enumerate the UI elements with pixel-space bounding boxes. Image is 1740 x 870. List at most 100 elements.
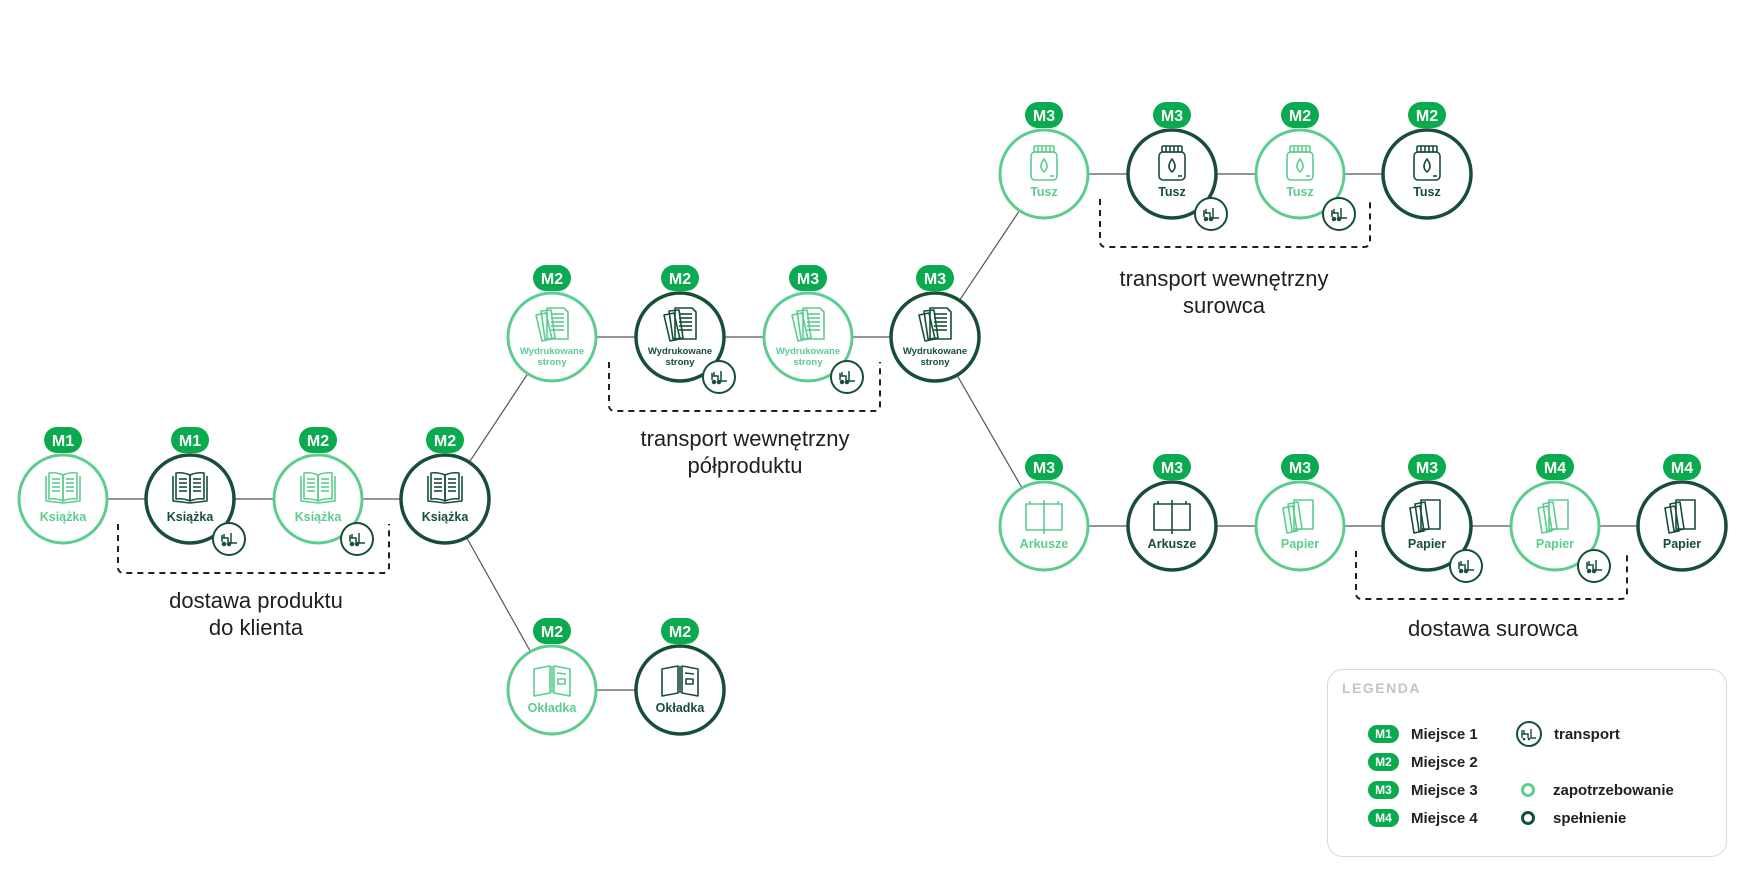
fulfillment-node-ring [1636,480,1728,572]
sheet-icon [1025,500,1063,534]
pages-icon [535,307,569,342]
paper-icon [1664,499,1696,534]
place-badge: M3 [1025,454,1063,480]
place-badge-label: M2 [541,271,563,288]
place-badge: M2 [1368,753,1399,771]
node-label: Okładka [656,701,706,715]
node-label: Arkusze [1020,537,1069,551]
book-icon [427,471,463,504]
place-badge: M1 [44,427,82,453]
place-badge: M2 [1281,102,1319,128]
forklift-icon [1516,721,1542,747]
node-label: Papier [1536,537,1574,551]
node-label: strony [537,357,567,368]
legend-title: LEGENDA [1342,680,1421,696]
node-label: Wydrukowane [903,346,967,357]
fulfillment-node-ring [1126,128,1218,220]
group-bracket [1099,199,1371,248]
place-badge: M2 [661,265,699,291]
group-bracket [1355,551,1628,600]
legend-label: zapotrzebowanie [1553,781,1674,799]
place-badge-label: M3 [924,271,946,288]
pages-icon [918,307,952,342]
paper-icon [1409,499,1441,534]
cover-icon [661,665,699,697]
forklift-icon [1577,549,1611,583]
node-label: Tusz [1413,185,1441,199]
node-label: Książka [422,510,470,524]
legend-label: spełnienie [1553,809,1627,827]
node-label: Książka [40,510,88,524]
place-badge-label: M2 [541,624,563,641]
place-badge-label: M1 [52,433,74,450]
legend-item-fulfillment: spełnienie [1521,806,1626,830]
place-badge: M2 [533,265,571,291]
node-label: Tusz [1030,185,1058,199]
edge-line [468,373,529,463]
edge-line [956,374,1023,489]
legend-item-place-2: M2 Miejsce 2 [1368,750,1478,774]
place-badge: M2 [1408,102,1446,128]
place-badge: M4 [1368,809,1399,827]
forklift-icon [702,360,736,394]
paper-icon [1282,499,1314,534]
place-badge: M3 [1281,454,1319,480]
legend-item-demand: zapotrzebowanie [1521,778,1674,802]
place-badge-label: M3 [1161,108,1183,125]
legend-item-place-3: M3 Miejsce 3 [1368,778,1478,802]
legend: LEGENDA M1 Miejsce 1 M2 Miejsce 2 M3 Mie… [1327,669,1727,857]
legend-label: Miejsce 3 [1411,781,1478,799]
place-badge: M3 [1368,781,1399,799]
place-badge: M3 [1408,454,1446,480]
node-label: strony [793,357,823,368]
node-label: Papier [1663,537,1701,551]
ink-icon [1286,145,1314,181]
node-label: Tusz [1158,185,1186,199]
ink-icon [1158,145,1186,181]
place-badge: M2 [661,618,699,644]
place-badge-label: M2 [1289,108,1311,125]
edge-line [465,537,532,652]
pages-icon [791,307,825,342]
group-label: dostawa produktu [169,588,343,613]
cover-icon [533,665,571,697]
place-badge: M2 [533,618,571,644]
fulfillment-node-ring [1381,480,1473,572]
legend-label: Miejsce 4 [1411,809,1478,827]
sheet-icon [1153,500,1191,534]
legend-item-transport: transport [1516,721,1620,747]
place-badge-label: M4 [1671,460,1693,477]
group-bracket [117,524,390,574]
forklift-icon [1194,197,1228,231]
place-badge: M2 [426,427,464,453]
place-badge: M2 [299,427,337,453]
place-badge-label: M2 [1416,108,1438,125]
place-badge: M1 [1368,725,1399,743]
place-badge: M3 [1153,102,1191,128]
node-label: strony [665,357,695,368]
place-badge-label: M2 [669,624,691,641]
place-badge-label: M1 [179,433,201,450]
group-label: surowca [1183,293,1266,318]
forklift-icon [1322,197,1356,231]
legend-label: Miejsce 2 [1411,753,1478,771]
forklift-icon [830,360,864,394]
fulfillment-node-ring [1381,128,1473,220]
demand-ring-icon [1521,783,1535,797]
legend-label: Miejsce 1 [1411,725,1478,743]
